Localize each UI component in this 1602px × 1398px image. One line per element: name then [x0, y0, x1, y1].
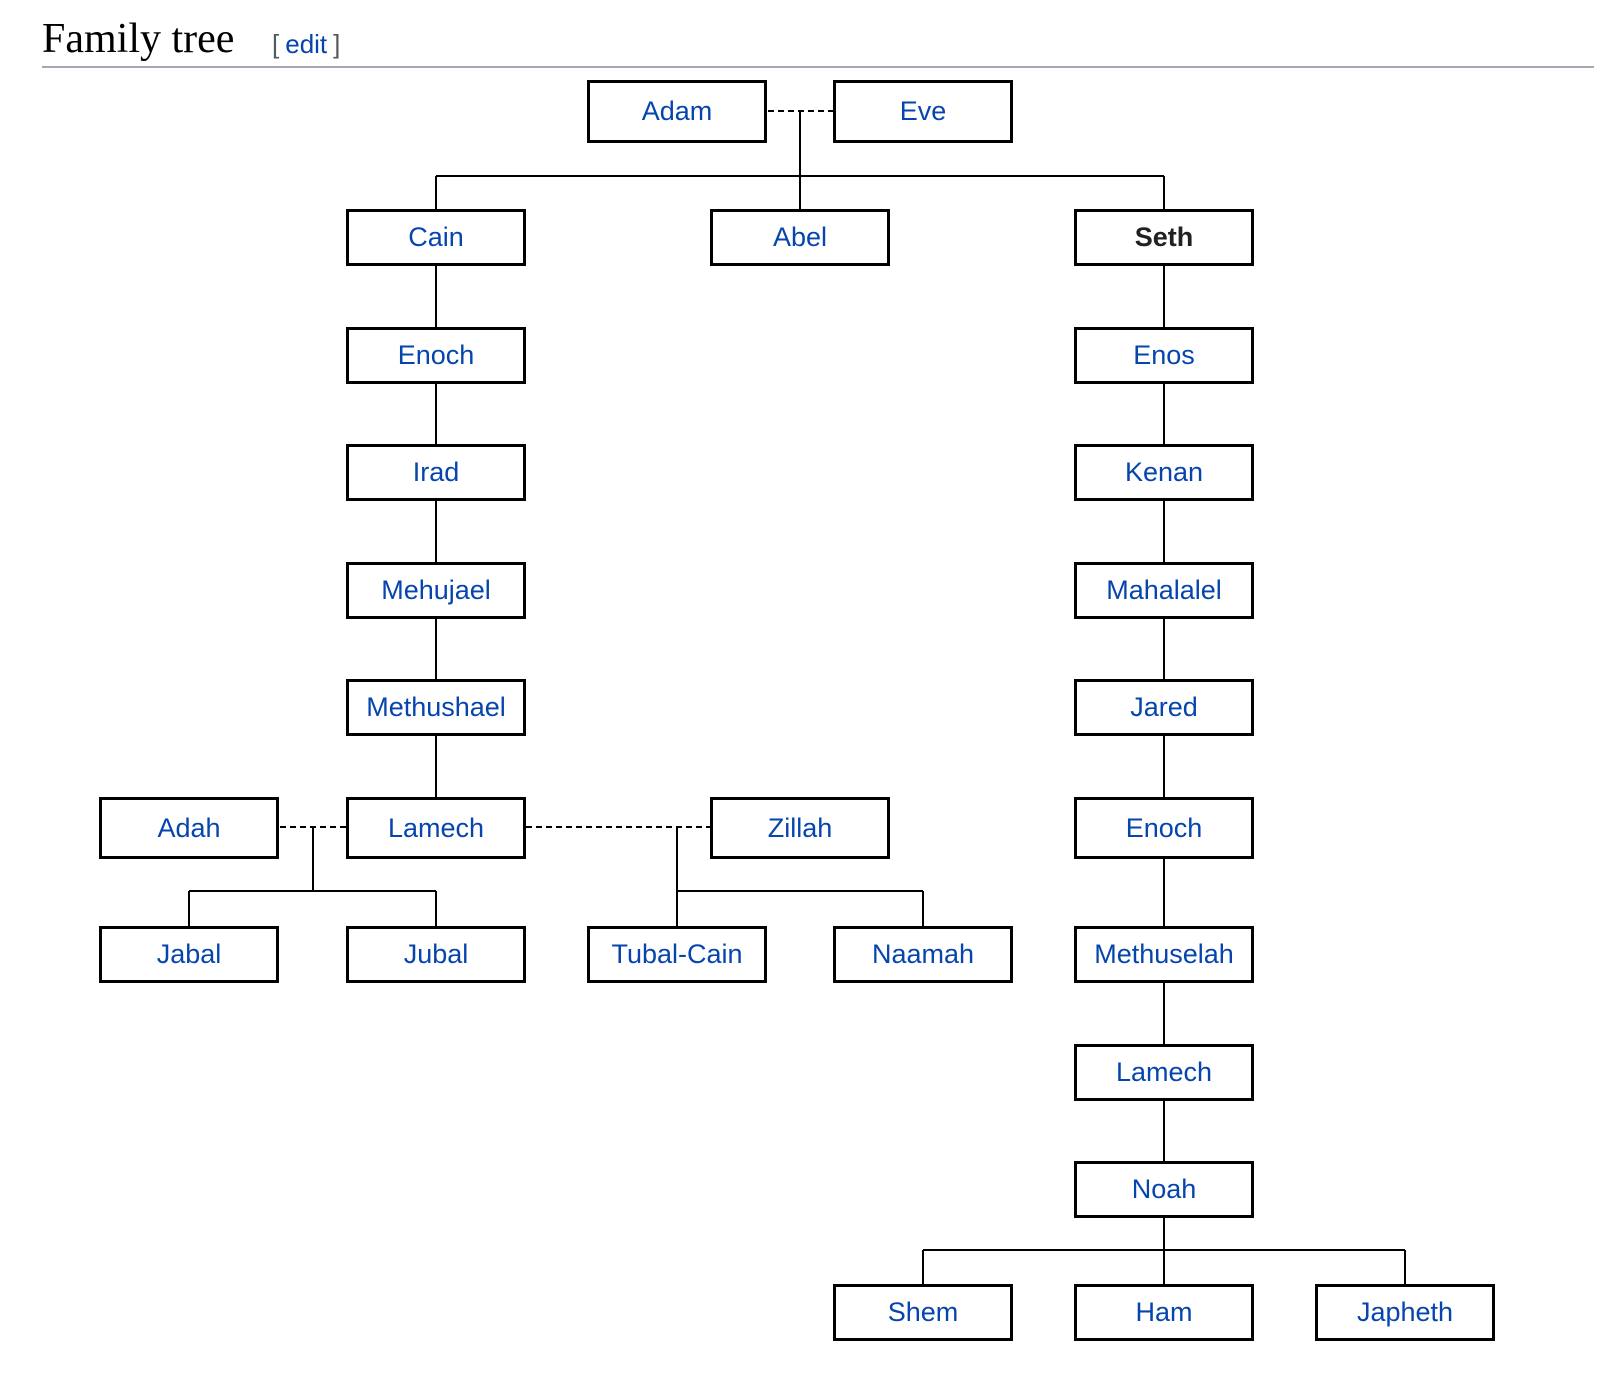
edit-section: [edit] [272, 30, 340, 58]
person-abel[interactable]: Abel [710, 209, 890, 266]
person-mehujael[interactable]: Mehujael [346, 562, 526, 619]
person-zillah[interactable]: Zillah [710, 797, 890, 859]
person-lamech-son-of-methushael[interactable]: Lamech [346, 797, 526, 859]
person-jubal[interactable]: Jubal [346, 926, 526, 983]
edit-bracket-close: ] [333, 29, 341, 59]
person-jabal[interactable]: Jabal [99, 926, 279, 983]
person-enoch-son-of-jared[interactable]: Enoch [1074, 797, 1254, 859]
person-irad[interactable]: Irad [346, 444, 526, 501]
person-eve[interactable]: Eve [833, 80, 1013, 143]
person-enos[interactable]: Enos [1074, 327, 1254, 384]
person-japheth[interactable]: Japheth [1315, 1284, 1495, 1341]
person-tubal-cain[interactable]: Tubal-Cain [587, 926, 767, 983]
person-naamah[interactable]: Naamah [833, 926, 1013, 983]
edit-bracket-open: [ [272, 29, 280, 59]
person-mahalalel[interactable]: Mahalalel [1074, 562, 1254, 619]
person-adam[interactable]: Adam [587, 80, 767, 143]
page-title: Family tree [42, 16, 235, 62]
person-lamech-son-of-methuselah[interactable]: Lamech [1074, 1044, 1254, 1101]
person-ham[interactable]: Ham [1074, 1284, 1254, 1341]
person-cain[interactable]: Cain [346, 209, 526, 266]
person-jared[interactable]: Jared [1074, 679, 1254, 736]
edit-link[interactable]: edit [285, 29, 328, 59]
person-kenan[interactable]: Kenan [1074, 444, 1254, 501]
person-adah[interactable]: Adah [99, 797, 279, 859]
person-methuselah[interactable]: Methuselah [1074, 926, 1254, 983]
section-heading: Family tree [edit] [42, 12, 1594, 68]
person-seth: Seth [1074, 209, 1254, 266]
person-shem[interactable]: Shem [833, 1284, 1013, 1341]
person-enoch-son-of-cain[interactable]: Enoch [346, 327, 526, 384]
person-noah[interactable]: Noah [1074, 1161, 1254, 1218]
person-methushael[interactable]: Methushael [346, 679, 526, 736]
